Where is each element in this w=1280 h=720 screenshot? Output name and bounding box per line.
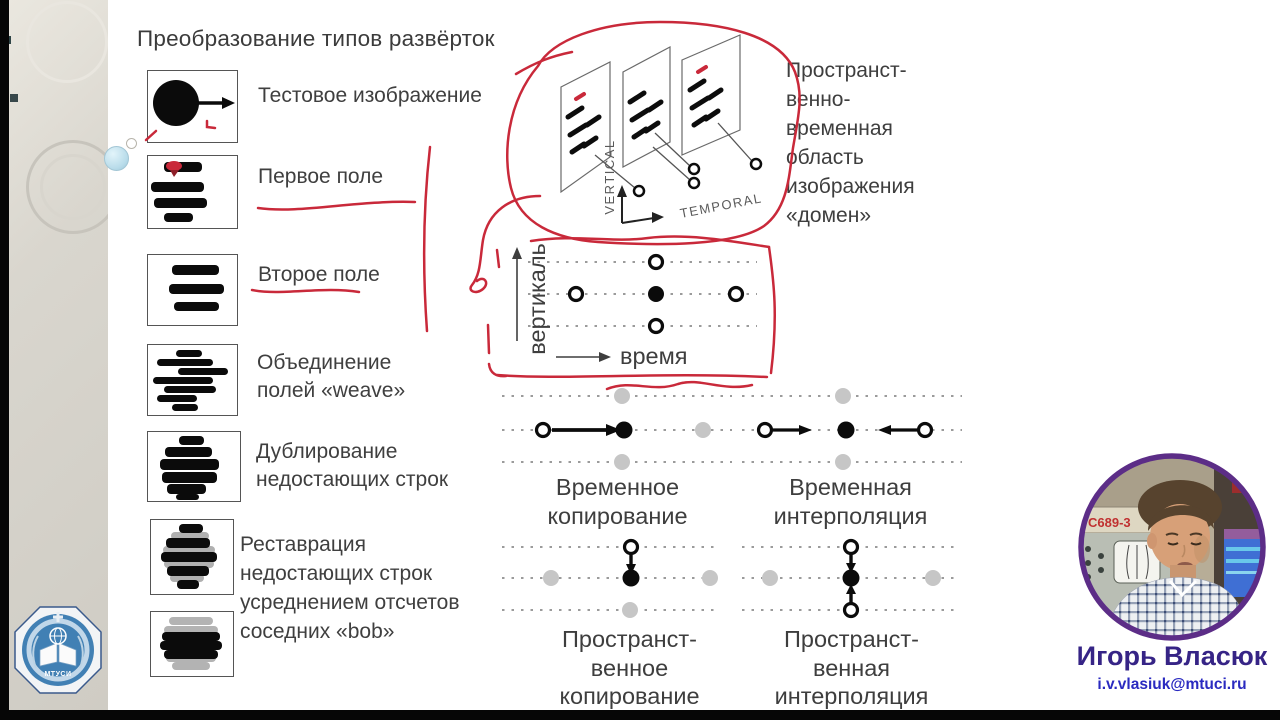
- spatial-copy-caption: Пространст- венное копирование: [559, 626, 700, 709]
- legend-box-restore-averaging: [150, 519, 234, 595]
- grid-time-axis-label: время: [620, 343, 688, 369]
- equipment-label: С689-3: [1088, 515, 1131, 530]
- temporal-interpolation-diagram: [742, 388, 962, 470]
- bottom-black-bar: [0, 710, 1280, 720]
- weave-icon: [153, 350, 228, 411]
- presenter-webcam: С689-3: [1074, 449, 1270, 645]
- test-image-icon: [153, 80, 235, 126]
- legend-box-first-field: [147, 155, 238, 229]
- legend-label: Тестовое изображение: [258, 84, 482, 107]
- decor-ring: [40, 154, 106, 220]
- sampling-grid-diagram: [512, 247, 757, 362]
- grid-vertical-axis-label: вертикаль: [524, 243, 550, 355]
- restore-averaging-icon: [161, 524, 217, 589]
- legend-box-line-doubling: [147, 431, 241, 502]
- line-doubling-icon: [160, 436, 219, 500]
- temporal-copy-diagram: [502, 388, 732, 470]
- legend-box-bob: [150, 611, 234, 677]
- annotation-underline-first-field: [256, 200, 417, 211]
- legend-label: Реставрация недостающих строк усреднение…: [240, 533, 460, 643]
- spatial-interpolation-caption: Пространст- венная интерполяция: [774, 626, 929, 709]
- slide-template-sidebar: [9, 0, 108, 711]
- legend-box-test-image: [147, 70, 238, 143]
- university-logo: МТУСИ: [14, 606, 102, 694]
- decor-square: [10, 94, 18, 102]
- legend-label: Дублирование недостающих строк: [256, 440, 449, 491]
- legend-label: Второе поле: [258, 263, 380, 286]
- legend-label: Первое поле: [258, 165, 384, 188]
- decor-square: [9, 36, 11, 44]
- slide-title: Преобразование типов развёрток: [137, 26, 495, 51]
- annotation-box-bottom: [495, 373, 769, 379]
- spatio-temporal-domain-diagram: VERTICAL TEMPORAL: [560, 34, 764, 224]
- temporal-interpolation-caption: Временная интерполяция: [773, 474, 928, 529]
- left-black-strip: [0, 0, 9, 720]
- decor-ring: [26, 1, 108, 83]
- spatial-copy-diagram: [502, 538, 718, 618]
- logo-text: МТУСИ: [44, 671, 71, 678]
- legend-label: Объединение полей «weave»: [257, 351, 406, 402]
- presenter-name: Игорь Власюк: [1076, 641, 1268, 671]
- legend-box-weave: [147, 344, 238, 416]
- decor-blue-dot: [104, 146, 129, 171]
- bob-icon: [160, 617, 222, 670]
- temporal-axis-label: TEMPORAL: [679, 190, 764, 221]
- decor-ring: [26, 140, 108, 234]
- spatial-interpolation-diagram: [742, 538, 955, 619]
- first-field-icon: [151, 161, 207, 222]
- decor-small-circle: [126, 138, 137, 149]
- vertical-axis-label: VERTICAL: [602, 139, 617, 214]
- second-field-icon: [169, 265, 224, 311]
- webcam-video-circle: С689-3: [1078, 453, 1266, 641]
- legend-box-second-field: [147, 254, 238, 326]
- presenter-email: i.v.vlasiuk@mtuci.ru: [1097, 676, 1247, 693]
- domain-caption: Пространст- венно- временная область изо…: [786, 59, 915, 227]
- annotation-underline-second-field: [250, 288, 361, 294]
- temporal-copy-caption: Временное копирование: [547, 474, 688, 529]
